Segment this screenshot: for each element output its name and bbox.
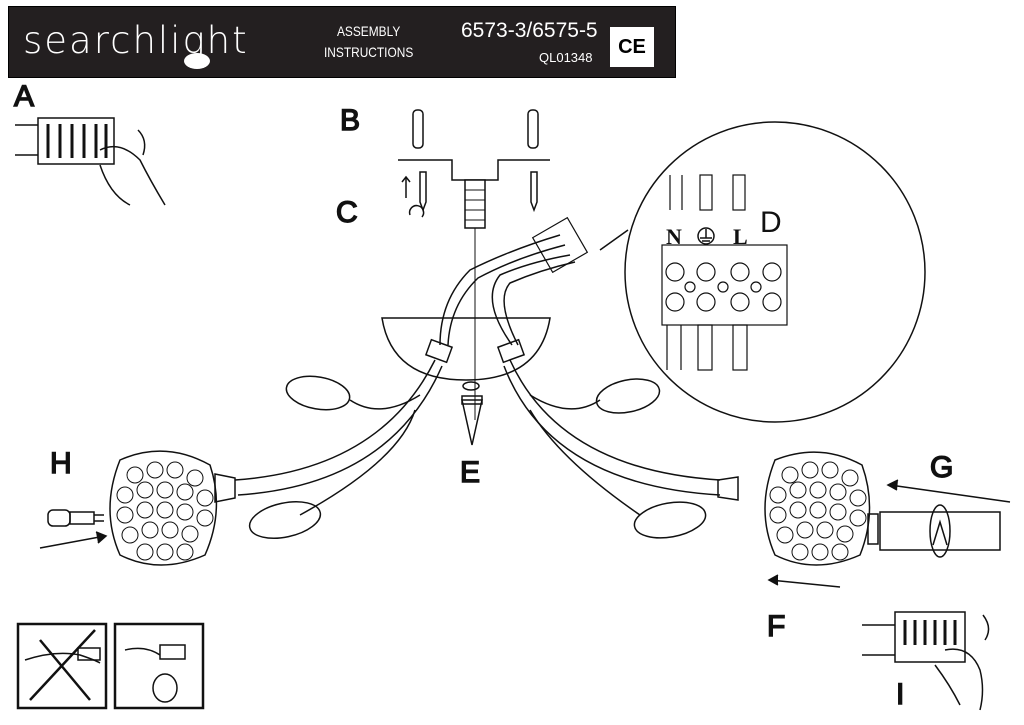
terminal-block-i-illustration (862, 611, 990, 711)
brand-logo: searchlight (23, 19, 249, 62)
logo-dot (184, 53, 210, 69)
ceiling-bracket-illustration (398, 109, 550, 420)
wiring-detail-circle: N L (599, 121, 926, 423)
label-f: F (767, 610, 785, 643)
ce-mark: CE (610, 27, 654, 67)
doc-type-line1: ASSEMBLY (336, 23, 401, 39)
label-e: E (460, 456, 480, 489)
document-type: ASSEMBLY INSTRUCTIONS (324, 21, 413, 63)
label-i: I (896, 678, 904, 711)
light-arms-illustration (214, 359, 739, 539)
canopy-illustration (381, 216, 589, 446)
crystal-globe-right (764, 451, 871, 566)
use-cloth-handling-illustration (113, 622, 205, 710)
terminal-block-a-illustration (15, 117, 166, 206)
terminal-label-n: N (666, 224, 682, 249)
label-b: B (340, 104, 360, 137)
label-h: H (50, 447, 72, 480)
terminal-label-l: L (733, 224, 748, 249)
insert-arrow-f (767, 574, 841, 588)
earth-symbol-icon (697, 227, 715, 245)
label-a: A (14, 80, 34, 113)
header-bar: searchlight ASSEMBLY INSTRUCTIONS 6573-3… (8, 6, 676, 78)
label-c: C (336, 196, 358, 229)
do-not-touch-bulb-warning (16, 622, 108, 710)
doc-type-line2: INSTRUCTIONS (324, 44, 414, 60)
g9-bulb-left (47, 509, 104, 527)
label-d: D (760, 206, 782, 239)
glass-tube-right (867, 504, 1001, 558)
insert-arrow-left (39, 531, 108, 549)
label-g: G (930, 451, 953, 484)
crystal-globe-left (109, 450, 218, 566)
model-number: 6573-3/6575-5 (461, 19, 598, 42)
product-code: QL01348 (539, 50, 593, 65)
insert-arrow-g (886, 479, 1011, 503)
